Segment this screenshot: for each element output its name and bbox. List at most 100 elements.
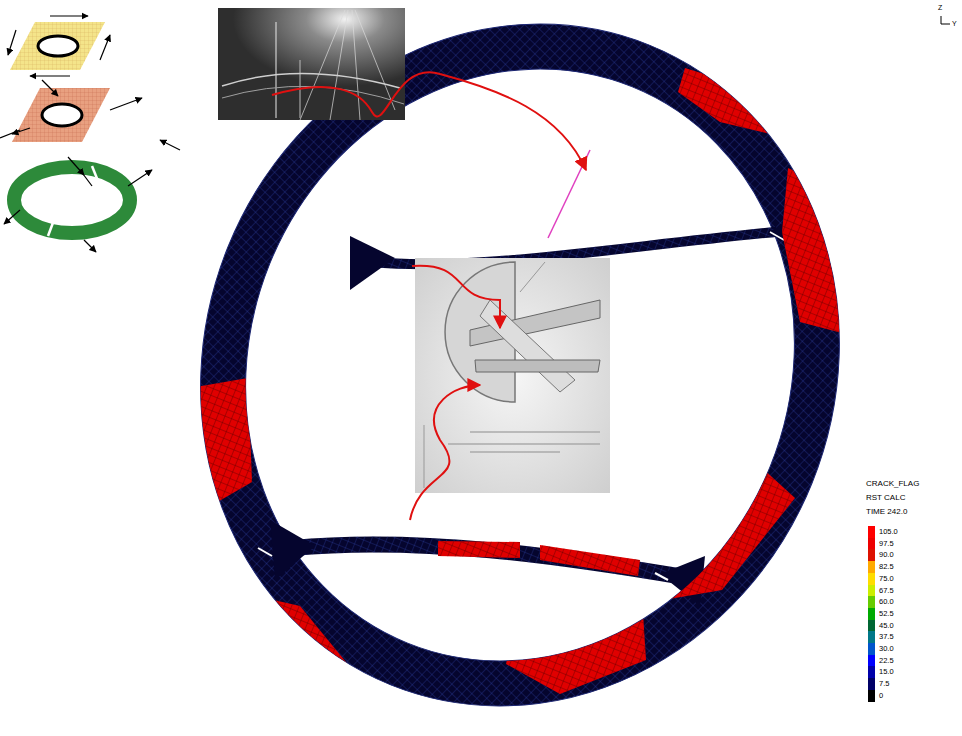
ring-cut xyxy=(48,220,54,236)
legend-value: 90.0 xyxy=(879,551,894,559)
legend-value: 60.0 xyxy=(879,598,894,606)
legend-value: 45.0 xyxy=(879,622,894,630)
crack-gap xyxy=(770,232,784,240)
leaders xyxy=(272,72,590,520)
cracked-zone xyxy=(678,68,775,135)
device-sketch xyxy=(475,360,600,372)
legend-swatch xyxy=(868,666,875,678)
legend-swatch xyxy=(868,678,875,690)
legend-value: 82.5 xyxy=(879,563,894,571)
cracked-mesh xyxy=(540,545,640,576)
hole xyxy=(42,104,82,126)
legend-swatch xyxy=(868,596,875,608)
light-ray xyxy=(300,10,395,120)
photo-curve xyxy=(222,86,404,104)
legend-value: 52.5 xyxy=(879,610,894,618)
strut-fillet xyxy=(270,520,315,580)
legend-value: 15.0 xyxy=(879,668,894,676)
load-arrow xyxy=(0,130,20,138)
shear-arrow xyxy=(8,30,16,55)
legend-swatch xyxy=(868,690,875,702)
device-sketch xyxy=(520,262,545,292)
plate xyxy=(12,88,110,142)
load-arrow xyxy=(68,157,84,175)
cracked-zone xyxy=(506,598,646,694)
load-arrow xyxy=(12,128,30,134)
axis-label: Y xyxy=(952,20,957,27)
strut-fillet xyxy=(350,236,395,290)
legend-swatch xyxy=(868,573,875,585)
legend-swatch xyxy=(868,631,875,643)
photo-center xyxy=(415,258,610,493)
leader-arrow xyxy=(272,72,586,170)
load-sketches xyxy=(0,16,180,252)
caption-smudge xyxy=(448,432,600,452)
struts xyxy=(258,212,812,606)
legend-swatch xyxy=(868,608,875,620)
axis-line xyxy=(941,16,942,24)
legend-value: 67.5 xyxy=(879,587,894,595)
cracked-zone xyxy=(782,168,850,335)
cracked-strut xyxy=(438,541,640,576)
cracked-mesh xyxy=(190,68,850,706)
legend-heading: TIME 242.0 xyxy=(866,508,907,516)
legend-heading: CRACK_FLAG xyxy=(866,480,919,488)
ring-mesh xyxy=(99,0,942,736)
axis-triad xyxy=(941,16,950,24)
legend-value: 105.0 xyxy=(879,528,898,536)
load-arrow xyxy=(160,140,180,150)
hole xyxy=(38,36,78,56)
legend-value: 0 xyxy=(879,692,883,700)
legend-value: 7.5 xyxy=(879,680,889,688)
ring-cut xyxy=(92,166,98,181)
load-arrow xyxy=(110,98,142,110)
legend-swatch xyxy=(868,620,875,632)
legend-swatch xyxy=(868,538,875,550)
shear-arrow xyxy=(100,35,110,60)
legend-value: 22.5 xyxy=(879,657,894,665)
photo-frame xyxy=(218,8,405,120)
crack-gap xyxy=(655,573,668,580)
legend-swatch xyxy=(868,643,875,655)
load-arrow xyxy=(84,240,96,252)
green-ring xyxy=(14,167,130,233)
photo-line xyxy=(276,22,277,118)
axis-label: Z xyxy=(938,4,942,11)
leader-arrow xyxy=(410,385,480,520)
cracked-zone xyxy=(640,468,795,604)
plate-grid xyxy=(12,88,110,142)
ring-body xyxy=(99,0,942,736)
device-sketch xyxy=(480,300,575,392)
photo-frame xyxy=(415,258,610,493)
shear-arrow xyxy=(50,15,88,16)
photo-top xyxy=(218,8,405,120)
legend-swatch xyxy=(868,549,875,561)
cracked-zones xyxy=(190,68,850,706)
axis-line xyxy=(941,24,950,25)
photo-line xyxy=(424,425,425,488)
legend-value: 30.0 xyxy=(879,645,894,653)
cracked-zone xyxy=(222,588,364,706)
leader-arrow xyxy=(412,266,500,328)
cracked-mesh xyxy=(438,541,520,558)
shear-arrow xyxy=(30,75,70,76)
legend-swatch xyxy=(868,526,875,538)
plate xyxy=(10,22,105,70)
legend-swatch xyxy=(868,655,875,667)
legend-value: 97.5 xyxy=(879,540,894,548)
cracked-fill xyxy=(190,68,850,706)
photo-curve xyxy=(222,73,400,88)
fe-ring xyxy=(99,0,942,736)
load-arrow xyxy=(128,170,152,186)
load-arrow xyxy=(42,80,58,96)
cracked-zone xyxy=(540,545,640,576)
legend-value: 75.0 xyxy=(879,575,894,583)
plate-grid xyxy=(10,22,105,70)
legend-value: 37.5 xyxy=(879,633,894,641)
legend-swatch xyxy=(868,585,875,597)
cracked-zone xyxy=(438,541,520,558)
cracked-zone xyxy=(325,182,430,252)
crack-gap xyxy=(258,548,272,556)
